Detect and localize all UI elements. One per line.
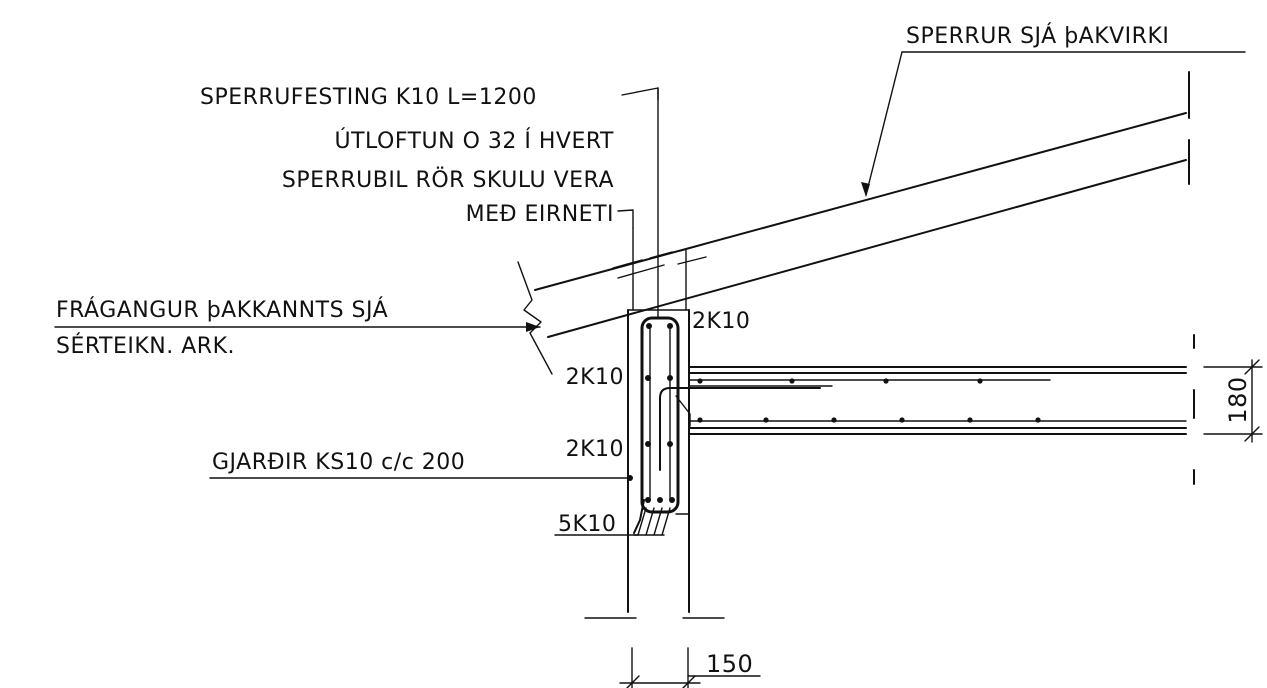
label-rebar-upper-left: 2K10 bbox=[566, 365, 624, 390]
rebar-dot bbox=[1035, 417, 1041, 423]
label-fragangur-line2: SÉRTEIKN. ARK. bbox=[56, 333, 235, 359]
label-rebar-bottom: 5K10 bbox=[558, 512, 616, 537]
rebar-dot bbox=[977, 378, 983, 384]
label-utloftun-line1: ÚTLOFTUN O 32 Í HVERT bbox=[335, 128, 615, 154]
sperrur-arrowhead bbox=[861, 182, 870, 197]
annotations: SPERRUR SJÁ þAKVIRKI SPERRUFESTING K10 L… bbox=[56, 23, 1169, 537]
rebar-dot bbox=[697, 378, 703, 384]
bottom-hatch bbox=[661, 507, 671, 536]
rafter-top-line bbox=[534, 112, 1187, 291]
rebar-dot bbox=[667, 323, 673, 329]
rebar-dot bbox=[645, 441, 651, 447]
rebar-dot bbox=[657, 497, 663, 503]
bottom-bar-hook bbox=[633, 499, 645, 534]
utloftun-leader bbox=[617, 209, 634, 229]
rebar-dot bbox=[883, 378, 889, 384]
rebar-dot bbox=[667, 375, 673, 381]
bottom-hatch bbox=[645, 507, 655, 536]
floor-slab bbox=[659, 334, 1195, 485]
vent-hatch-4 bbox=[679, 243, 706, 252]
dimension-wall-width: 150 bbox=[584, 617, 761, 688]
bottom-hatch bbox=[653, 507, 663, 536]
rebar-dot bbox=[967, 417, 973, 423]
label-sperrur: SPERRUR SJÁ þAKVIRKI bbox=[906, 23, 1169, 49]
label-rebar-lower-left: 2K10 bbox=[566, 437, 624, 462]
dimension-slab-thickness: 180 bbox=[1203, 359, 1263, 443]
rebar-dot bbox=[831, 417, 837, 423]
vent-hatch-5 bbox=[677, 256, 707, 265]
dim-tick-bottom bbox=[1244, 426, 1260, 442]
vent-hatch-2 bbox=[617, 264, 665, 279]
slab-hook-bar bbox=[659, 387, 821, 471]
fragangur-arrowhead bbox=[526, 322, 540, 332]
dim-slab-thickness-text: 180 bbox=[1224, 376, 1252, 423]
vent-hatch-1 bbox=[612, 259, 643, 269]
wall bbox=[627, 87, 690, 613]
leader-lines bbox=[54, 51, 1246, 536]
label-rebar-top-right: 2K10 bbox=[692, 309, 750, 334]
eave-break-line bbox=[517, 261, 553, 375]
sperrur-leader bbox=[865, 51, 903, 196]
dim-tick-top bbox=[1244, 359, 1260, 375]
roof-rafters bbox=[517, 71, 1190, 375]
label-utloftun-line2: SPERRUBIL RÖR SKULU VERA bbox=[282, 167, 614, 193]
stirrup bbox=[640, 316, 680, 514]
bottom-hatch bbox=[637, 507, 647, 536]
label-gjardir: GJARÐIR KS10 c/c 200 bbox=[212, 450, 465, 475]
vent-hatch-3 bbox=[649, 251, 673, 259]
label-fragangur-line1: FRÁGANGUR þAKKANNTS SJÁ bbox=[56, 297, 388, 323]
label-sperrufesting: SPERRUFESTING K10 L=1200 bbox=[200, 85, 537, 110]
label-utloftun-line3: MEÐ EIRNETI bbox=[466, 202, 614, 227]
slab-hook-bar-lower bbox=[675, 395, 691, 427]
rebar-dot bbox=[789, 378, 795, 384]
dim-wall-width-text: 150 bbox=[706, 650, 753, 678]
rebar-dot bbox=[763, 417, 769, 423]
sperrufesting-leader bbox=[621, 87, 659, 101]
rebar-dot bbox=[667, 441, 673, 447]
rebar-dot bbox=[646, 323, 652, 329]
rebar-dot bbox=[899, 417, 905, 423]
rebar-dot bbox=[645, 497, 651, 503]
rebar-dot bbox=[645, 375, 651, 381]
rebar-dot bbox=[697, 417, 703, 423]
rebar-dot bbox=[669, 497, 675, 503]
rafter-bottom-line bbox=[547, 159, 1187, 338]
